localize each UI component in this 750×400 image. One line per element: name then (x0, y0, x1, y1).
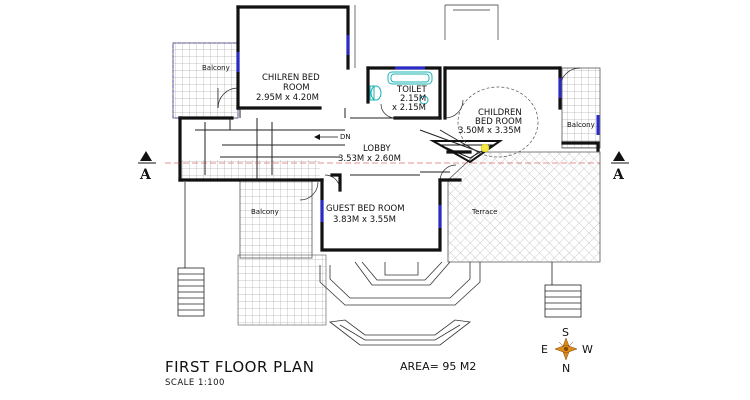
compass-bottom-label: N (562, 362, 570, 375)
children-bed-2-size: 3.50M x 3.35M (458, 126, 521, 136)
balcony-right-label: Balcony (567, 121, 595, 129)
toilet-name: TOILET (396, 85, 427, 95)
toilet-size-1: 2.15M (400, 94, 426, 104)
balcony-bottom-label: Balcony (251, 208, 279, 216)
compass-right-label: W (582, 343, 593, 356)
section-marker-left: A (138, 151, 156, 183)
top-right-outline (354, 4, 499, 68)
light-fixture-icon (480, 143, 490, 153)
balcony-left-label: Balcony (202, 64, 230, 72)
dn-arrow-icon (314, 134, 320, 140)
toilet-fixtures (369, 71, 433, 105)
plan-title: FIRST FLOOR PLAN (165, 358, 314, 376)
terrace-area (447, 151, 601, 263)
guest-bed-size: 3.83M x 3.55M (333, 215, 396, 225)
balcony-right-area (561, 67, 601, 149)
compass-left-label: E (541, 343, 548, 356)
guest-bed-name: GUEST BED ROOM (326, 204, 405, 214)
external-staircase (177, 182, 205, 317)
windows (236, 35, 600, 228)
porch-outline (319, 261, 481, 346)
children-bed-1-size: 2.95M x 4.20M (256, 93, 319, 103)
bottom-tile-strip (237, 254, 327, 326)
door-swings (217, 67, 581, 201)
children-bed-2-name-2: BED ROOM (475, 117, 522, 127)
interior-lines (195, 108, 504, 180)
children-bed-1-name: CHILREN BED (262, 73, 320, 83)
children-bed-1-name-2: ROOM (283, 83, 310, 93)
compass-top-label: S (562, 326, 569, 339)
section-marker-right: A (611, 151, 629, 183)
balcony-left-area (172, 42, 239, 119)
section-marker-right-label: A (612, 167, 625, 183)
section-marker-left-label: A (139, 167, 152, 183)
terrace-label: Terrace (471, 208, 497, 216)
plan-scale: SCALE 1:100 (165, 378, 225, 388)
dn-label: DN (340, 133, 351, 141)
stair-landing-area (180, 160, 320, 182)
lobby-size: 3.53M x 2.60M (338, 154, 401, 164)
compass-rose: S N E W (541, 326, 593, 375)
toilet-size-2: x 2.15M (392, 103, 426, 113)
lobby-name: LOBBY (363, 144, 391, 154)
room-circle-marking (457, 86, 539, 158)
external-staircase-right (544, 262, 582, 318)
plan-area: AREA= 95 M2 (400, 360, 476, 373)
balcony-bottom-area (239, 179, 313, 259)
children-bed-2-name: CHILDREN (478, 108, 522, 118)
